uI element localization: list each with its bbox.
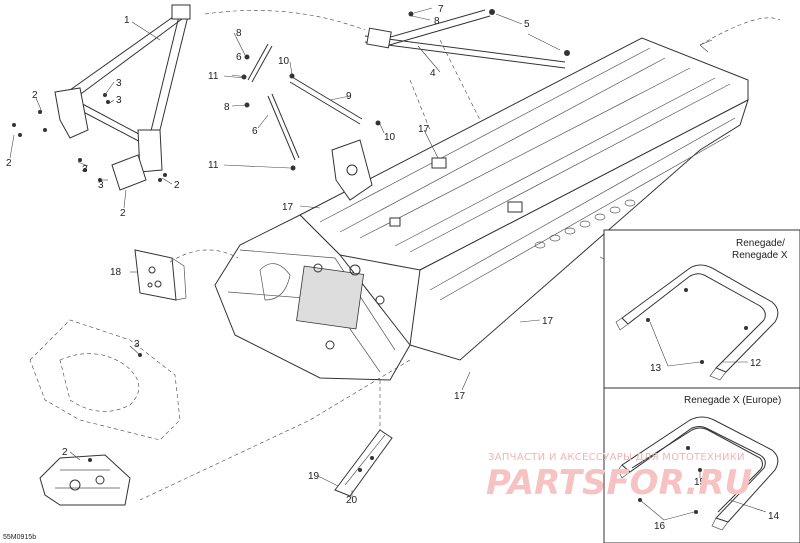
- watermark-brand: PARTSFOR.RU: [486, 463, 752, 503]
- callout-9: 9: [346, 91, 352, 102]
- callout-6: 6: [252, 126, 258, 137]
- callout-17: 17: [542, 316, 554, 327]
- callout-11: 11: [208, 71, 219, 82]
- callout-10: 10: [384, 132, 396, 143]
- callout-8: 8: [236, 28, 242, 39]
- callout-14: 14: [768, 511, 780, 522]
- callout-17: 17: [454, 391, 466, 402]
- callout-3: 3: [116, 78, 122, 89]
- callout-2: 2: [6, 158, 12, 169]
- callout-2: 2: [32, 90, 38, 101]
- tunnel-chassis: [214, 37, 749, 381]
- callout-1: 1: [124, 15, 130, 26]
- watermark: ЗАПЧАСТИ И АКСЕССУАРЫ ДЛЯ МОТОТЕХНИКИ PA…: [486, 452, 752, 503]
- callout-13: 13: [650, 363, 662, 374]
- callout-3: 3: [134, 339, 140, 350]
- part-6-struts: [241, 43, 300, 171]
- callout-8: 8: [224, 102, 230, 113]
- callout-19: 19: [308, 471, 320, 482]
- callout-7: 7: [438, 4, 444, 15]
- inset-renegade: Renegade/ Renegade X 13 12: [603, 229, 800, 389]
- callout-3: 3: [116, 95, 122, 106]
- figure-code: 55M0915b: [3, 534, 36, 541]
- part-4-upper-strut: [364, 9, 570, 69]
- callout-16: 16: [654, 521, 666, 532]
- inset-europe-title: Renegade X (Europe): [684, 395, 781, 406]
- inset-renegade-title-2: Renegade X: [732, 250, 788, 261]
- part-2-bracket-bottom: [39, 454, 131, 506]
- callout-4: 4: [430, 68, 436, 79]
- callout-2: 2: [174, 180, 180, 191]
- callout-12: 12: [750, 358, 762, 369]
- inset-renegade-europe: Renegade X (Europe) 15 16 14: [603, 387, 800, 543]
- part-9-link: [289, 73, 381, 126]
- callout-18: 18: [110, 267, 122, 278]
- inset-renegade-title-1: Renegade/: [736, 238, 785, 249]
- callout-3: 3: [82, 164, 88, 175]
- callout-2: 2: [62, 447, 68, 458]
- callout-15: 15: [694, 477, 706, 488]
- callout-17: 17: [418, 124, 430, 135]
- part-3-dashed-panel: [29, 319, 181, 441]
- part-2-bracket-left: [12, 93, 167, 191]
- callout-20: 20: [346, 495, 358, 506]
- callout-5: 5: [524, 19, 530, 30]
- construction-lines: [139, 10, 781, 501]
- callout-17: 17: [282, 202, 294, 213]
- callout-8: 8: [434, 16, 440, 27]
- callout-11: 11: [208, 160, 219, 171]
- part-18-plate: [134, 249, 187, 301]
- watermark-tagline: ЗАПЧАСТИ И АКСЕССУАРЫ ДЛЯ МОТОТЕХНИКИ: [488, 452, 745, 463]
- callout-3: 3: [98, 180, 104, 191]
- part-19-bumper-bracket: [334, 429, 393, 497]
- part-1-steering-frame: [54, 4, 191, 173]
- part-center-bracket: [331, 139, 373, 201]
- leader-lines: [9, 7, 613, 498]
- callout-10: 10: [278, 56, 290, 67]
- callout-2: 2: [120, 208, 126, 219]
- callout-6: 6: [236, 52, 242, 63]
- callout-labels: 1 2 3 3 2 3 3 2 2 8 6 11 8 6 11 10 9 10 …: [6, 4, 644, 506]
